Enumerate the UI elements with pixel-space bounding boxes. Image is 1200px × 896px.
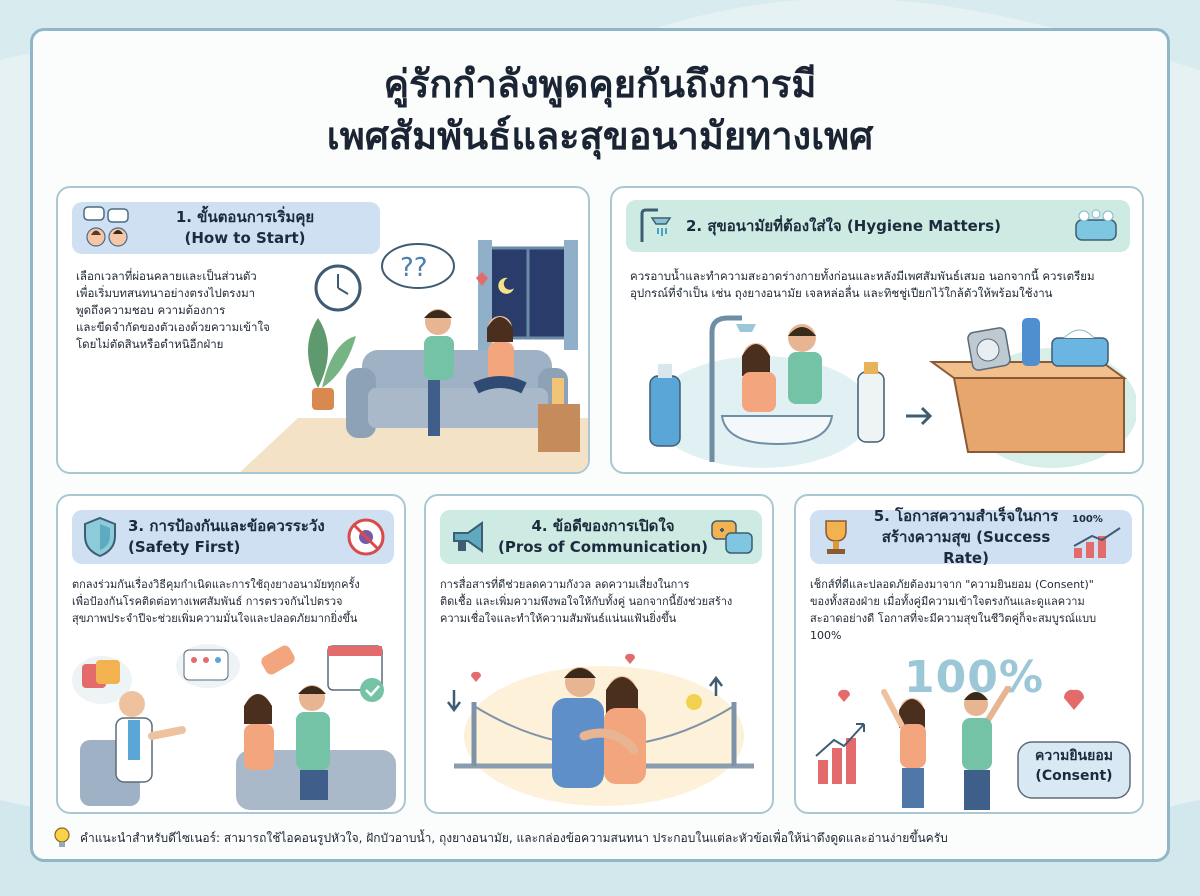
- chat-faces-icon: [83, 206, 129, 247]
- card1-line: เพื่อเริ่มบทสนทนาอย่างตรงไปตรงมา: [76, 286, 256, 300]
- trophy-icon: [825, 520, 847, 554]
- card4-title: 4. ข้อดีของการเปิดใจ: [531, 517, 675, 535]
- card5-line: 100%: [810, 629, 842, 642]
- card1-line: โดยไม่ตัดสินหรือตำหนิอีกฝ่าย: [76, 337, 224, 351]
- card-success-rate: 5. โอกาสความสำเร็จในการ สร้างความสุข (Su…: [794, 494, 1144, 814]
- card5-line: สะอาดอย่างดี โอกาสที่จะมีความสุขในชีวิตค…: [810, 612, 1097, 625]
- megaphone-icon: [453, 521, 483, 553]
- consent-bubble: ความยินยอม (Consent): [1018, 746, 1130, 786]
- card1-text: เลือกเวลาที่ผ่อนคลายและเป็นส่วนตัว เพื่อ…: [76, 268, 326, 353]
- celebrating-couple-illustration: [815, 686, 1131, 810]
- card-header: 4. ข้อดีของการเปิดใจ (Pros of Communicat…: [440, 510, 762, 564]
- card-header: 2. สุขอนามัยที่ต้องใส่ใจ (Hygiene Matter…: [626, 200, 1130, 252]
- card5-subtitle: สร้างความสุข (Success Rate): [881, 527, 1051, 567]
- card4-line: การสื่อสารที่ดีช่วยลดความกังวล ลดความเสี…: [440, 578, 690, 591]
- shield-icon: [84, 516, 116, 558]
- designer-tip-footer: คำแนะนำสำหรับดีไซเนอร์: สามารถใช้ไอคอนรู…: [52, 826, 1152, 850]
- consent-bubble-line2: (Consent): [1035, 768, 1113, 784]
- card-how-to-start: 1. ขั้นตอนการเริ่มคุย (How to Start) เลื…: [56, 186, 590, 474]
- card1-line: และขีดจำกัดของตัวเองด้วยความเข้าใจ: [76, 320, 270, 334]
- card1-line: พูดถึงความชอบ ความต้องการ: [76, 303, 226, 317]
- lightbulb-icon: [54, 827, 70, 847]
- card4-subtitle: (Pros of Communication): [498, 538, 708, 556]
- card3-text: ตกลงร่วมกันเรื่องวิธีคุมกำเนิดและการใช้ถ…: [72, 576, 398, 627]
- footer-text: คำแนะนำสำหรับดีไซเนอร์: สามารถใช้ไอคอนรู…: [80, 831, 948, 845]
- doctor-consultation-illustration: [72, 644, 396, 810]
- chat-bubbles-icon: [711, 520, 753, 554]
- growth-chart-label: 100%: [1072, 514, 1103, 525]
- card3-line: ตกลงร่วมกันเรื่องวิธีคุมกำเนิดและการใช้ถ…: [72, 578, 360, 591]
- handwashing-illustration: [649, 315, 1136, 468]
- card4-line: ติดเชื้อ และเพิ่มความพึงพอใจให้กับทั้งคู…: [440, 595, 733, 608]
- page-title: คู่รักกำลังพูดคุยกันถึงการมี เพศสัมพันธ์…: [0, 58, 1200, 162]
- card2-text: ควรอาบน้ำและทำความสะอาดร่างกายทั้งก่อนแล…: [630, 268, 1130, 302]
- card3-title: 3. การป้องกันและข้อควรระวัง: [128, 517, 325, 535]
- card-hygiene: 2. สุขอนามัยที่ต้องใส่ใจ (Hygiene Matter…: [610, 186, 1144, 474]
- card1-subtitle: (How to Start): [184, 229, 306, 247]
- title-line-1: คู่รักกำลังพูดคุยกันถึงการมี: [383, 62, 817, 106]
- consent-bubble-line1: ความยินยอม: [1035, 748, 1113, 764]
- shower-icon: [640, 208, 672, 242]
- card1-line: เลือกเวลาที่ผ่อนคลายและเป็นส่วนตัว: [76, 269, 257, 283]
- card-pros-communication: 4. ข้อดีของการเปิดใจ (Pros of Communicat…: [424, 494, 774, 814]
- card3-subtitle: (Safety First): [128, 538, 241, 556]
- card-safety-first: 3. การป้องกันและข้อควรระวัง (Safety Firs…: [56, 494, 406, 814]
- title-line-2: เพศสัมพันธ์และสุขอนามัยทางเพศ: [326, 114, 874, 158]
- card5-line: ของทั้งสองฝ่าย เมื่อทั้งคู่มีความเข้าใจต…: [810, 595, 1085, 608]
- card2-line: ควรอาบน้ำและทำความสะอาดร่างกายทั้งก่อนแล…: [630, 269, 1095, 283]
- card2-line: อุปกรณ์ที่จำเป็น เช่น ถุงยางอนามัย เจลหล…: [630, 286, 1053, 300]
- no-virus-icon: [347, 518, 385, 556]
- card-header: 3. การป้องกันและข้อควรระวัง (Safety Firs…: [72, 510, 394, 564]
- card1-title: 1. ขั้นตอนการเริ่มคุย: [175, 208, 315, 226]
- card3-line: สุขภาพประจำปีจะช่วยเพิ่มความมั่นใจและปลอ…: [72, 612, 358, 625]
- growth-chart-icon: [1073, 527, 1121, 558]
- card5-text: เช็กส์ที่ดีและปลอดภัยต้องมาจาก "ความยินย…: [810, 576, 1136, 644]
- card3-line: เพื่อป้องกันโรคติดต่อทางเพศสัมพันธ์ การต…: [72, 595, 343, 608]
- card5-title: 5. โอกาสความสำเร็จในการ: [873, 506, 1059, 525]
- couple-hug-bridge-illustration: [447, 653, 754, 806]
- card-header: 1. ขั้นตอนการเริ่มคุย (How to Start): [72, 202, 380, 254]
- card2-title: 2. สุขอนามัยที่ต้องใส่ใจ (Hygiene Matter…: [686, 216, 1001, 235]
- card-header: 5. โอกาสความสำเร็จในการ สร้างความสุข (Su…: [810, 507, 1132, 567]
- couple-sofa-illustration: ??: [240, 240, 588, 472]
- soap-icon: [1075, 209, 1117, 241]
- card5-line: เช็กส์ที่ดีและปลอดภัยต้องมาจาก "ความยินย…: [810, 578, 1094, 591]
- card4-text: การสื่อสารที่ดีช่วยลดความกังวล ลดความเสี…: [440, 576, 766, 627]
- card4-line: ความเชื่อใจและทำให้ความสัมพันธ์แน่นแฟ้นย…: [440, 612, 677, 625]
- svg-text:??: ??: [400, 253, 428, 283]
